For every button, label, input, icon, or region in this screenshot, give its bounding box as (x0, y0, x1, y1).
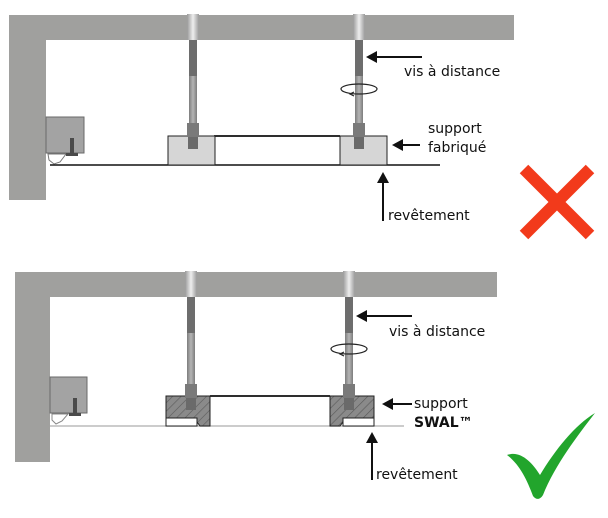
checkmark-icon (507, 413, 595, 499)
arrow-covering (366, 432, 378, 480)
panel-incorrect: vis à distance support fabriqué revêteme… (9, 14, 595, 240)
arrow-covering (377, 172, 389, 221)
distance-screw-left (187, 14, 199, 149)
arrow-support (382, 398, 412, 410)
swal-support-left (165, 395, 211, 427)
distance-screw-right (353, 14, 365, 149)
panel-correct: vis à distance support SWAL™ revêtement (15, 271, 595, 499)
perimeter-profile (49, 376, 88, 425)
label-support-line2: fabriqué (428, 140, 486, 156)
perimeter-profile (45, 116, 85, 165)
label-support-line1: support (428, 121, 482, 137)
distance-screw-right (343, 271, 355, 410)
swal-support-right (329, 395, 375, 427)
ceiling-wall (9, 15, 514, 200)
label-screw: vis à distance (389, 324, 485, 340)
cross-icon (519, 164, 595, 240)
label-screw: vis à distance (404, 64, 500, 80)
rotation-arrow-icon (340, 83, 378, 97)
arrow-screw (366, 51, 422, 63)
arrow-screw (356, 310, 412, 322)
ceiling-wall (15, 272, 497, 462)
rotation-arrow-icon (330, 343, 368, 357)
label-support-line1: support (414, 396, 468, 412)
arrow-support (392, 139, 420, 151)
label-covering: revêtement (388, 208, 470, 224)
label-support-line2: SWAL™ (414, 415, 473, 431)
distance-screw-left (185, 271, 197, 410)
label-covering: revêtement (376, 467, 458, 483)
